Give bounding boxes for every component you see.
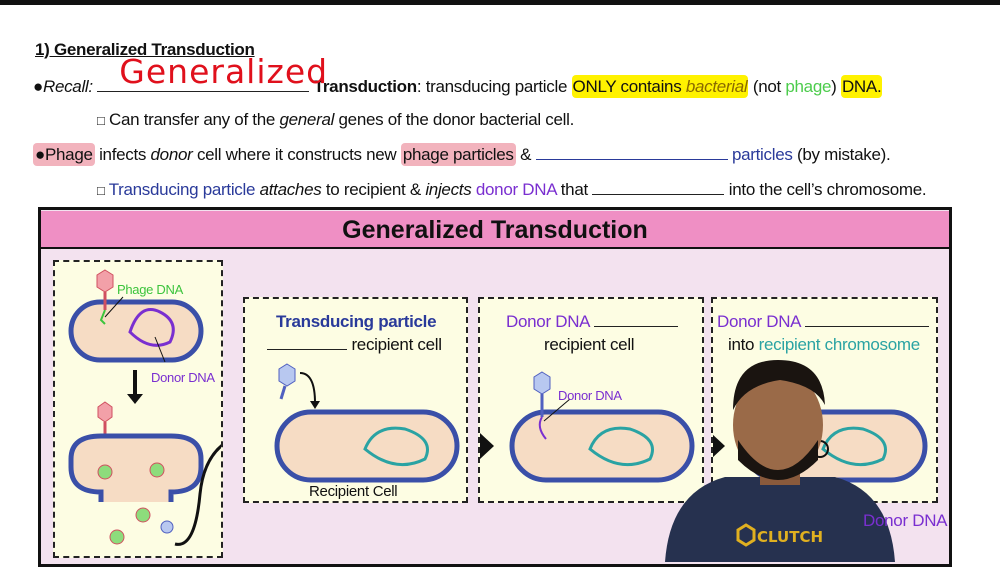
- section-heading: 1) Generalized Transduction: [35, 40, 255, 59]
- panel-injection: Donor DNA recipient cell Donor DNA: [478, 297, 704, 503]
- answer-blank: [535, 159, 728, 160]
- panel-infection: Phage DNA Donor DNA: [53, 260, 223, 558]
- text: injects: [425, 180, 472, 199]
- text: into: [728, 335, 759, 354]
- recall-label: Recall:: [42, 77, 93, 96]
- presenter-video: CLUTCH: [665, 360, 895, 562]
- bullet: ●: [35, 145, 45, 164]
- text: ): [831, 77, 837, 96]
- clutch-logo: CLUTCH: [736, 523, 823, 547]
- text: recipient cell: [351, 335, 442, 354]
- text: Donor DNA: [717, 312, 801, 331]
- label-donor-dna: Donor DNA: [558, 388, 622, 403]
- highlight-dna: DNA.: [840, 75, 883, 98]
- sub-point-1: □ Can transfer any of the general genes …: [97, 110, 574, 130]
- diagram-title: Generalized Transduction: [41, 211, 949, 249]
- highlight-only: ONLY contains bacterial: [571, 75, 749, 98]
- infection-illustration: [68, 269, 221, 546]
- text: cell where it constructs new: [192, 145, 401, 164]
- text: into the cell’s chromosome.: [724, 180, 927, 199]
- checkbox-icon: □: [97, 113, 105, 128]
- top-bar: [0, 0, 1000, 5]
- recipient-cell-caption: Recipient Cell: [309, 483, 398, 500]
- recall-line: ●Recall: Generalized Transduction: trans…: [33, 52, 883, 98]
- answer-blank: [804, 326, 929, 327]
- answer-blank: [592, 194, 725, 195]
- label-phage-dna: Phage DNA: [117, 282, 183, 297]
- handwritten-answer: Generalized: [119, 52, 329, 91]
- panel-subtitle: recipient cell: [267, 335, 442, 355]
- text: general: [279, 110, 335, 129]
- text: (not: [748, 77, 786, 96]
- checkbox-icon: □: [97, 183, 105, 198]
- sub-point-2: □ Transducing particle attaches to recip…: [97, 180, 927, 200]
- text: particles: [731, 145, 793, 164]
- text: recipient chromosome: [758, 335, 921, 354]
- label-donor-dna: Donor DNA: [151, 370, 215, 385]
- recipient-cell-illustration: [274, 363, 460, 483]
- text: donor: [150, 145, 193, 164]
- injection-illustration: [480, 371, 695, 483]
- text: Can transfer any of the: [109, 110, 280, 129]
- answer-blank: Generalized: [97, 52, 327, 92]
- text: infects: [94, 145, 151, 164]
- text: that: [556, 180, 593, 199]
- phage-line: ●Phage infects donor cell where it const…: [33, 143, 891, 166]
- svg-text:CLUTCH: CLUTCH: [757, 528, 823, 546]
- panel-title: Donor DNA: [506, 312, 678, 332]
- highlight-phage-particles: phage particles: [400, 143, 516, 166]
- text: attaches: [259, 180, 322, 199]
- panel-transducing-particle: Transducing particle recipient cell Reci…: [243, 297, 468, 503]
- answer-blank: [593, 326, 678, 327]
- text-bacterial: bacterial: [685, 77, 748, 96]
- text: Phage: [44, 145, 93, 164]
- text: &: [515, 145, 536, 164]
- panel-subtitle: into recipient chromosome: [728, 335, 920, 355]
- text: Donor DNA: [506, 312, 590, 331]
- text: donor DNA: [475, 180, 557, 199]
- highlight-phage: ●Phage: [33, 143, 95, 166]
- text: (by mistake).: [792, 145, 891, 164]
- text: Transducing particle: [108, 180, 256, 199]
- answer-blank: [267, 349, 347, 350]
- panel-title: Transducing particle: [276, 312, 437, 331]
- text-phage: phage: [785, 77, 832, 96]
- panel-title: Donor DNA: [717, 312, 929, 332]
- label-donor-dna: Donor DNA: [863, 511, 948, 530]
- text: ONLY contains: [572, 77, 686, 96]
- text: : transducing particle: [416, 77, 572, 96]
- bullet: ●: [33, 77, 43, 96]
- term: Transduction: [313, 77, 417, 96]
- text: genes of the donor bacterial cell.: [334, 110, 575, 129]
- text: to recipient &: [321, 180, 426, 199]
- panel-subtitle: recipient cell: [544, 335, 635, 354]
